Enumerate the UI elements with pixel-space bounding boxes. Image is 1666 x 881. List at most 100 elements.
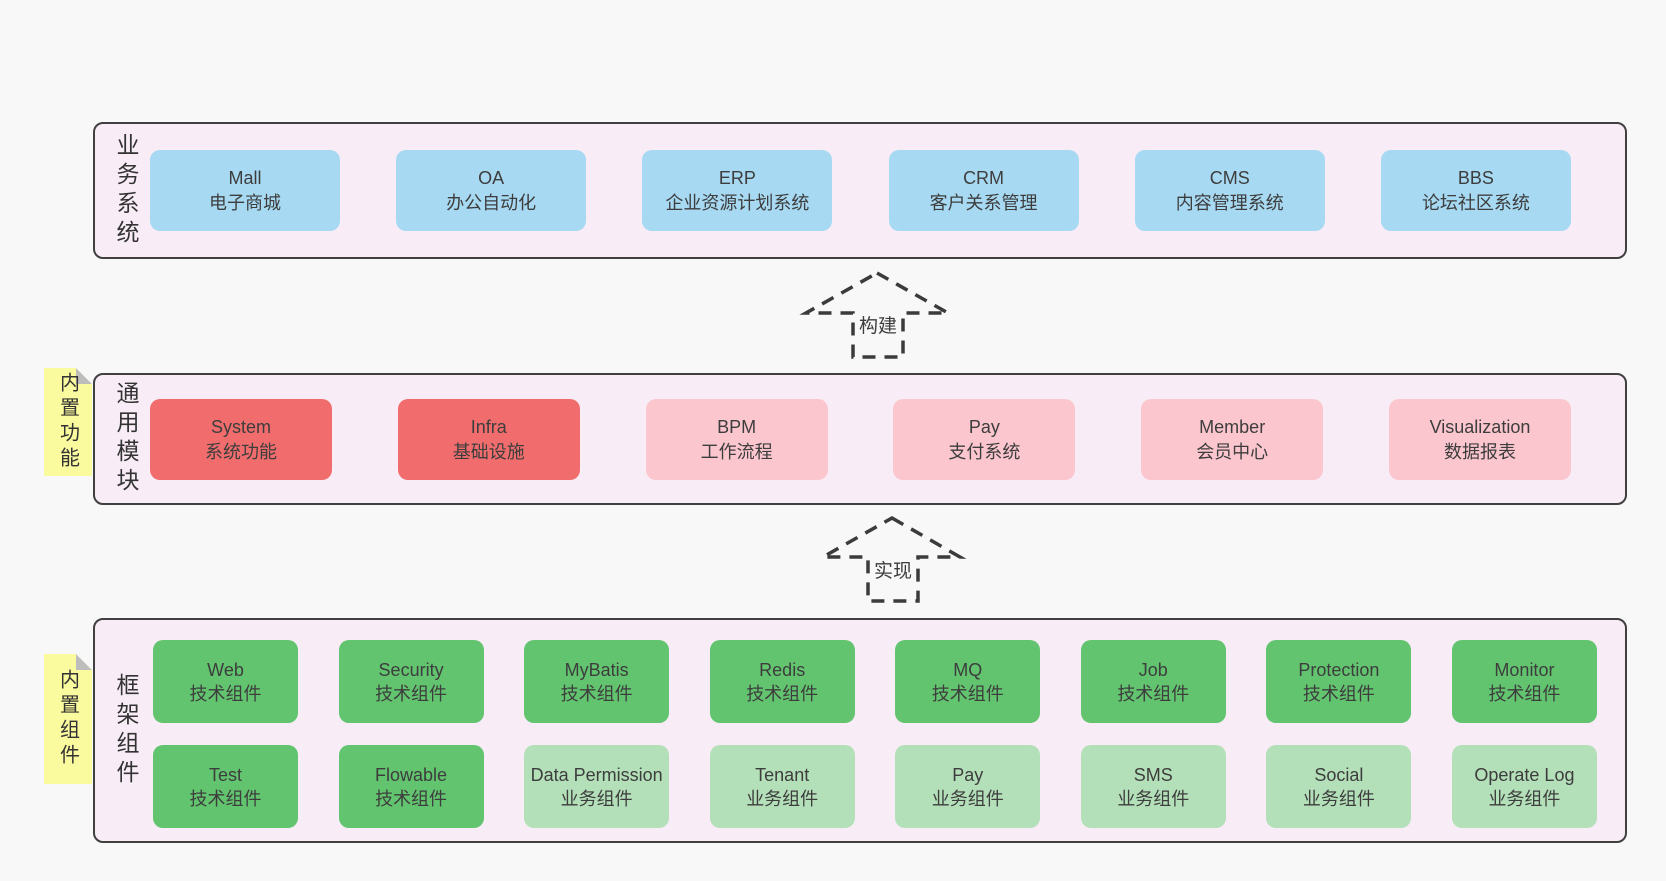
module-desc: 企业资源计划系统 [665, 192, 810, 213]
sticky-note-builtin-features: 内置功能 [44, 368, 92, 476]
module-box-test: Test 技术组件 [153, 745, 298, 828]
dashed-up-arrow-icon [799, 270, 955, 359]
module-desc: 技术组件 [189, 683, 262, 704]
module-name: MyBatis [564, 659, 629, 680]
module-name: BPM [717, 416, 757, 437]
module-desc: 业务组件 [1302, 788, 1375, 809]
module-desc: 技术组件 [931, 683, 1004, 704]
module-name: Protection [1298, 659, 1380, 680]
module-desc: 基础设施 [452, 441, 525, 462]
module-box-job: Job 技术组件 [1080, 640, 1226, 723]
module-name: Test [208, 764, 242, 785]
sticky-note-label: 内置组件 [56, 669, 79, 769]
module-name: Security [378, 659, 444, 680]
module-desc: 数据报表 [1443, 441, 1516, 462]
module-desc: 技术组件 [375, 788, 448, 809]
module-box-erp: ERP 企业资源计划系统 [642, 150, 833, 231]
module-desc: 系统功能 [205, 441, 277, 462]
module-box-pay: Pay 支付系统 [893, 399, 1076, 480]
band-framework-label: 框架组件 [113, 672, 139, 789]
module-name: OA [478, 167, 505, 188]
folded-corner-icon [76, 654, 92, 670]
module-name: Web [207, 659, 244, 680]
module-box-redis: Redis 技术组件 [709, 640, 855, 723]
module-box-system: System 系统功能 [150, 399, 332, 480]
module-box-crm: CRM 客户关系管理 [888, 150, 1079, 231]
implement-arrow-label: 实现 [873, 561, 912, 582]
module-desc: 技术组件 [746, 683, 819, 704]
module-box-social: Social 业务组件 [1266, 745, 1412, 828]
module-box-pay: Pay 业务组件 [895, 745, 1041, 828]
module-name: Member [1199, 416, 1266, 437]
build-arrow-label: 构建 [858, 316, 897, 337]
implement-arrow: 实现 [805, 508, 980, 610]
module-desc: 支付系统 [948, 441, 1021, 462]
module-box-security: Security 技术组件 [338, 640, 484, 723]
module-name: ERP [718, 167, 756, 188]
module-desc: 技术组件 [560, 683, 633, 704]
module-box-bpm: BPM 工作流程 [645, 399, 828, 480]
business-box-row: Mall 电子商城 OA 办公自动化 ERP 企业资源计划系统 CRM 客户关系管理 CMS 内容… [150, 150, 1571, 231]
band-modules-label: 通用模块 [113, 381, 139, 497]
module-box-mybatis: MyBatis 技术组件 [524, 640, 670, 723]
dashed-up-arrow-icon [816, 515, 967, 603]
module-box-monitor: Monitor 技术组件 [1451, 640, 1597, 723]
module-name: Mall [228, 167, 262, 188]
module-name: System [210, 416, 271, 437]
module-desc: 业务组件 [1488, 788, 1561, 809]
module-name: MQ [953, 659, 983, 680]
module-box-cms: CMS 内容管理系统 [1134, 150, 1325, 231]
module-desc: 会员中心 [1196, 441, 1269, 462]
module-box-mall: Mall 电子商城 [150, 150, 340, 231]
module-box-web: Web 技术组件 [153, 640, 298, 723]
module-name: CMS [1209, 167, 1250, 188]
module-desc: 办公自动化 [446, 192, 537, 213]
module-name: BBS [1457, 167, 1494, 188]
module-name: Pay [952, 764, 984, 785]
module-desc: 论坛社区系统 [1421, 192, 1530, 213]
module-box-operate-log: Operate Log 业务组件 [1451, 745, 1597, 828]
module-name: Data Permission [530, 764, 663, 785]
module-box-bbs: BBS 论坛社区系统 [1380, 150, 1571, 231]
module-name: CRM [963, 167, 1005, 188]
band-business-label: 业务系统 [113, 132, 139, 249]
module-desc: 业务组件 [560, 788, 633, 809]
module-desc: 业务组件 [931, 788, 1004, 809]
module-box-member: Member 会员中心 [1141, 399, 1324, 480]
build-arrow: 构建 [790, 263, 965, 365]
module-desc: 电子商城 [209, 192, 281, 213]
module-desc: 工作流程 [700, 441, 773, 462]
module-name: Social [1314, 764, 1364, 785]
sticky-note-builtin-components: 内置组件 [44, 654, 92, 784]
module-box-flowable: Flowable 技术组件 [338, 745, 484, 828]
sticky-note-label: 内置功能 [56, 372, 79, 472]
module-name: Monitor [1494, 659, 1555, 680]
module-box-data-permission: Data Permission 业务组件 [524, 745, 670, 828]
module-desc: 技术组件 [1117, 683, 1190, 704]
module-name: Flowable [375, 764, 448, 785]
module-desc: 技术组件 [189, 788, 262, 809]
module-desc: 技术组件 [1488, 683, 1561, 704]
module-name: Tenant [755, 764, 810, 785]
module-box-mq: MQ 技术组件 [895, 640, 1041, 723]
module-name: Visualization [1429, 416, 1531, 437]
module-box-protection: Protection 技术组件 [1266, 640, 1412, 723]
module-name: Redis [759, 659, 806, 680]
module-desc: 内容管理系统 [1175, 192, 1284, 213]
module-name: Job [1138, 659, 1168, 680]
module-desc: 技术组件 [1302, 683, 1375, 704]
module-desc: 客户关系管理 [929, 192, 1038, 213]
module-desc: 技术组件 [375, 683, 448, 704]
module-name: SMS [1133, 764, 1173, 785]
module-box-oa: OA 办公自动化 [396, 150, 587, 231]
module-box-visualization: Visualization 数据报表 [1388, 399, 1571, 480]
module-name: Operate Log [1474, 764, 1575, 785]
framework-box-row-2: Test 技术组件 Flowable 技术组件 Data Permission 业务组件 T… [153, 745, 1597, 828]
module-name: Pay [968, 416, 1000, 437]
